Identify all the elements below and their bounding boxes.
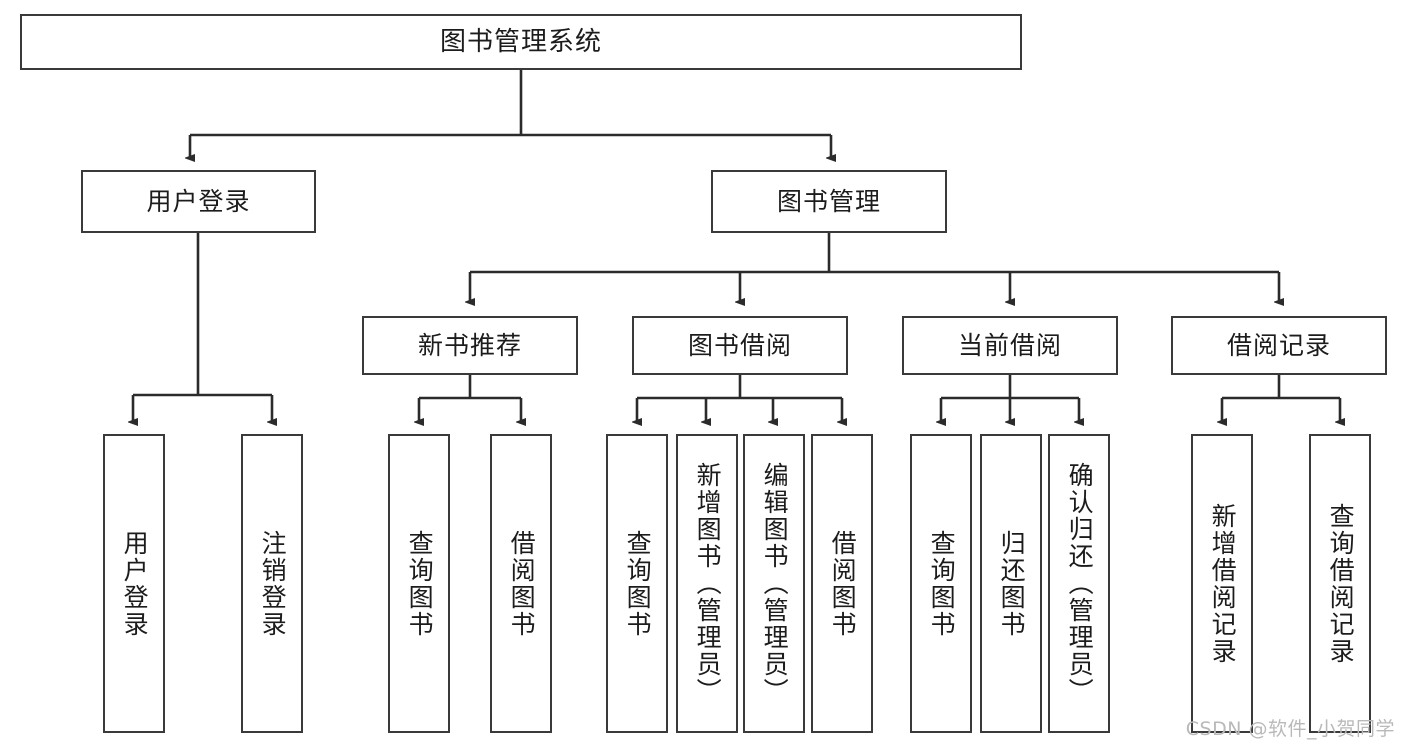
node-label: 图书管理系统	[439, 26, 602, 57]
node-label: 借阅图书	[507, 529, 537, 638]
node-label: 查询图书	[405, 529, 435, 638]
node-label: 图书借阅	[687, 330, 792, 360]
node-new-book-recommend[interactable]: 新书推荐	[362, 316, 578, 375]
leaf-book-borrow-borrow-book[interactable]: 借阅图书	[811, 434, 873, 733]
leaf-borrow-record-add-record[interactable]: 新增借阅记录	[1191, 434, 1253, 733]
node-label: 归还图书	[997, 529, 1027, 638]
leaf-user-login-login[interactable]: 用户登录	[103, 434, 165, 733]
node-current-borrow[interactable]: 当前借阅	[902, 316, 1118, 375]
leaf-current-borrow-query-book[interactable]: 查询图书	[910, 434, 972, 733]
node-label: 编辑图书（管理员）	[760, 462, 790, 705]
node-label: 新书推荐	[417, 330, 522, 360]
leaf-book-borrow-add-book-admin[interactable]: 新增图书（管理员）	[676, 434, 738, 733]
leaf-current-borrow-return-book[interactable]: 归还图书	[980, 434, 1042, 733]
node-book-management[interactable]: 图书管理	[711, 170, 947, 233]
node-label: 图书管理	[776, 186, 881, 216]
leaf-new-book-borrow-book[interactable]: 借阅图书	[490, 434, 552, 733]
leaf-book-borrow-query-book[interactable]: 查询图书	[606, 434, 668, 733]
node-label: 注销登录	[258, 529, 288, 638]
node-label: 查询图书	[623, 529, 653, 638]
leaf-book-borrow-edit-book-admin[interactable]: 编辑图书（管理员）	[743, 434, 805, 733]
node-label: 查询借阅记录	[1326, 502, 1356, 665]
node-label: 查询图书	[927, 529, 957, 638]
node-label: 用户登录	[120, 529, 150, 638]
node-label: 用户登录	[146, 186, 251, 216]
node-label: 新增图书（管理员）	[693, 462, 723, 705]
leaf-borrow-record-query-record[interactable]: 查询借阅记录	[1309, 434, 1371, 733]
node-user-login[interactable]: 用户登录	[81, 170, 316, 233]
leaf-current-borrow-confirm-return-admin[interactable]: 确认归还（管理员）	[1048, 434, 1110, 733]
leaf-user-login-logout[interactable]: 注销登录	[241, 434, 303, 733]
node-label: 新增借阅记录	[1208, 502, 1238, 665]
node-label: 借阅图书	[828, 529, 858, 638]
node-label: 确认归还（管理员）	[1065, 462, 1095, 705]
node-label: 当前借阅	[957, 330, 1062, 360]
watermark: CSDN @软件_小贺同学	[1185, 718, 1395, 740]
node-label: 借阅记录	[1226, 330, 1331, 360]
node-borrow-record[interactable]: 借阅记录	[1171, 316, 1387, 375]
node-book-borrow[interactable]: 图书借阅	[632, 316, 848, 375]
leaf-new-book-query-book[interactable]: 查询图书	[388, 434, 450, 733]
node-root-book-management-system[interactable]: 图书管理系统	[20, 14, 1022, 70]
